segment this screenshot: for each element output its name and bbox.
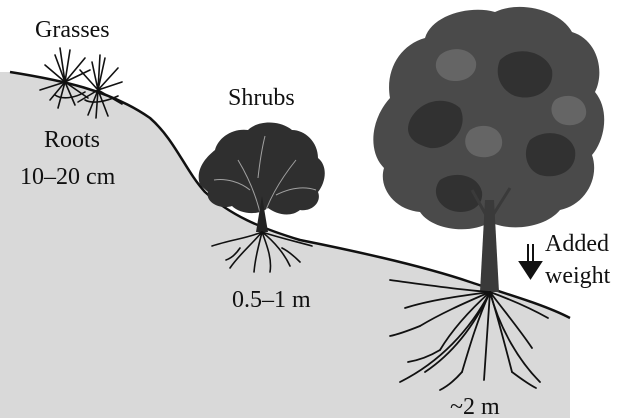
added-weight-arrow	[520, 244, 541, 278]
added-weight-label-line1: Added	[545, 232, 609, 256]
shrubs-label: Shrubs	[228, 86, 295, 110]
grasses-label: Grasses	[35, 18, 110, 42]
grass-roots-depth-label: 10–20 cm	[20, 165, 115, 189]
shrub-roots-depth-label: 0.5–1 m	[232, 288, 311, 312]
added-weight-label-line2: weight	[545, 264, 610, 288]
tree-roots-depth-label: ~2 m	[450, 395, 500, 419]
grass-roots-label: Roots	[44, 128, 100, 152]
